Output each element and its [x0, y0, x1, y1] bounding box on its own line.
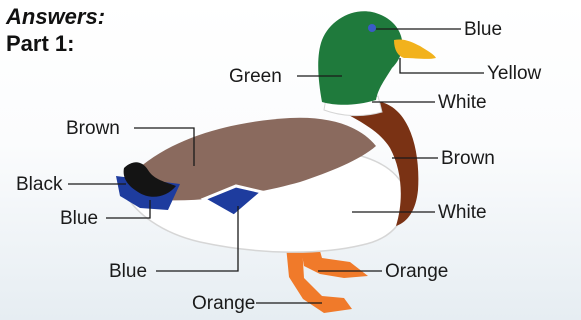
label-breast: Brown: [441, 149, 495, 168]
label-back: Brown: [66, 119, 120, 138]
label-head: Green: [229, 67, 282, 86]
leader-bill: [400, 58, 484, 73]
label-wing-patch: Blue: [109, 262, 147, 281]
eye: [368, 24, 376, 32]
label-underbody: White: [438, 203, 487, 222]
label-bill: Yellow: [487, 64, 541, 83]
head: [318, 11, 402, 105]
label-neck-ring: White: [438, 93, 487, 112]
label-eye: Blue: [464, 20, 502, 39]
part-heading: Part 1:: [6, 33, 74, 55]
bill: [394, 39, 436, 58]
label-tail-feathers: Blue: [60, 209, 98, 228]
answers-heading: Answers:: [6, 6, 105, 28]
label-foot: Orange: [192, 294, 255, 313]
label-tail: Black: [16, 175, 62, 194]
label-leg: Orange: [385, 262, 448, 281]
